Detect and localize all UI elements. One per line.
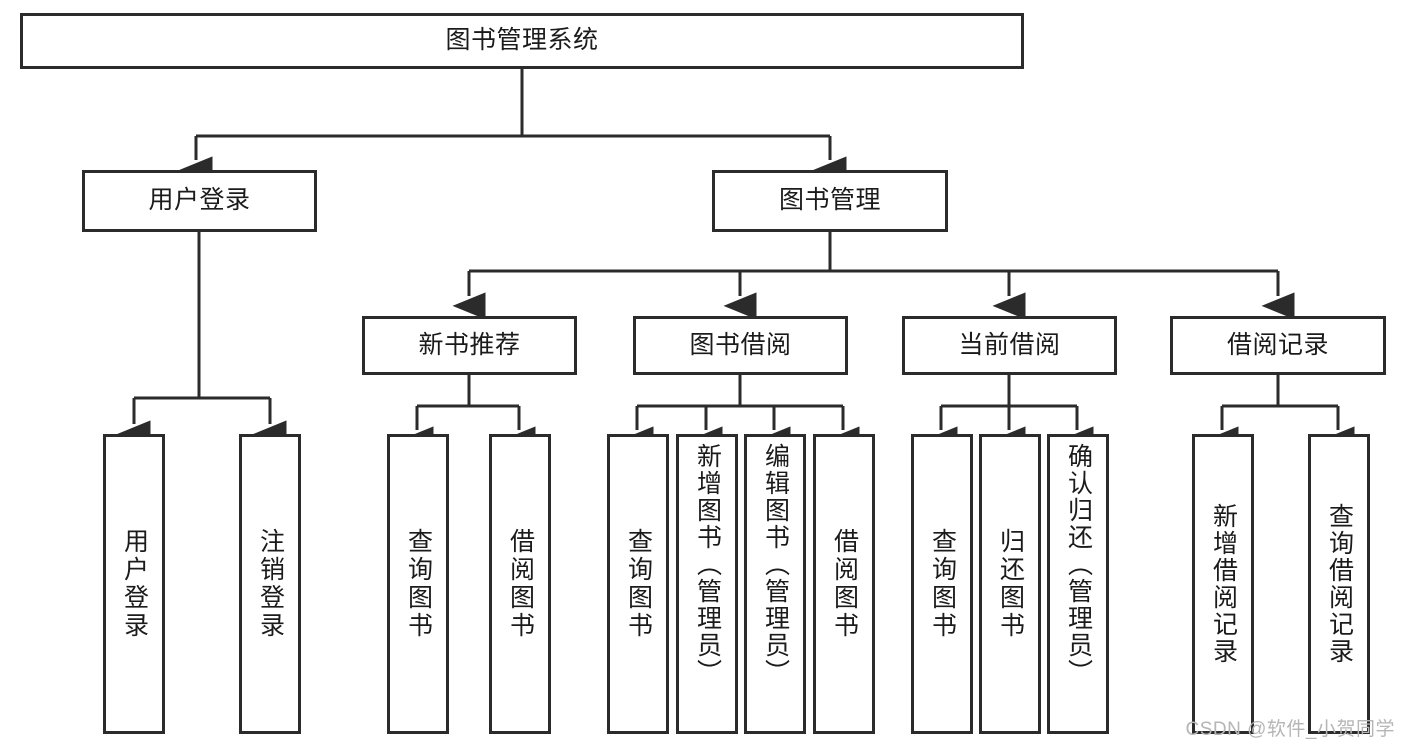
node-leaf-nb-borrow-book[interactable]: 借阅图书 bbox=[489, 434, 551, 734]
node-leaf-bb-add-book-label: 新增图书（管理员） bbox=[693, 443, 722, 686]
node-leaf-nb-query-book-label: 查询图书 bbox=[404, 528, 433, 640]
node-current-borrow-label: 当前借阅 bbox=[958, 330, 1061, 359]
node-book-manage-label: 图书管理 bbox=[778, 186, 881, 215]
node-leaf-bb-edit-book[interactable]: 编辑图书（管理员） bbox=[744, 434, 806, 734]
node-leaf-cb-return-book-label: 归还图书 bbox=[996, 528, 1025, 640]
node-leaf-bb-borrow-book-label: 借阅图书 bbox=[830, 528, 859, 640]
node-user-login[interactable]: 用户登录 bbox=[82, 170, 317, 232]
node-leaf-cb-query-book-label: 查询图书 bbox=[928, 528, 957, 640]
node-leaf-bb-borrow-book[interactable]: 借阅图书 bbox=[813, 434, 875, 734]
node-current-borrow[interactable]: 当前借阅 bbox=[902, 316, 1117, 375]
node-leaf-logout[interactable]: 注销登录 bbox=[239, 434, 301, 734]
node-leaf-br-query-record[interactable]: 查询借阅记录 bbox=[1308, 434, 1370, 734]
node-leaf-cb-confirm-return-label: 确认归还（管理员） bbox=[1064, 443, 1093, 686]
node-borrow-record[interactable]: 借阅记录 bbox=[1170, 316, 1386, 375]
node-root[interactable]: 图书管理系统 bbox=[20, 13, 1024, 69]
csdn-watermark: CSDN @软件_小贺同学 bbox=[1185, 719, 1395, 740]
node-leaf-bb-add-book[interactable]: 新增图书（管理员） bbox=[676, 434, 738, 734]
node-leaf-nb-query-book[interactable]: 查询图书 bbox=[387, 434, 449, 734]
node-root-label: 图书管理系统 bbox=[445, 26, 599, 55]
node-leaf-logout-label: 注销登录 bbox=[256, 528, 285, 640]
node-leaf-user-login-label: 用户登录 bbox=[120, 528, 149, 640]
node-leaf-user-login[interactable]: 用户登录 bbox=[103, 434, 165, 734]
node-leaf-br-query-record-label: 查询借阅记录 bbox=[1325, 503, 1354, 665]
node-book-manage[interactable]: 图书管理 bbox=[712, 170, 948, 232]
node-new-book-recommend-label: 新书推荐 bbox=[418, 330, 521, 359]
node-leaf-br-add-record[interactable]: 新增借阅记录 bbox=[1192, 434, 1254, 734]
node-user-login-label: 用户登录 bbox=[148, 186, 251, 215]
node-borrow-record-label: 借阅记录 bbox=[1226, 330, 1329, 359]
node-leaf-bb-query-book-label: 查询图书 bbox=[624, 528, 653, 640]
node-leaf-bb-query-book[interactable]: 查询图书 bbox=[607, 434, 669, 734]
node-leaf-cb-confirm-return[interactable]: 确认归还（管理员） bbox=[1047, 434, 1109, 734]
node-book-borrow-label: 图书借阅 bbox=[689, 330, 792, 359]
node-leaf-cb-query-book[interactable]: 查询图书 bbox=[911, 434, 973, 734]
node-new-book-recommend[interactable]: 新书推荐 bbox=[362, 316, 577, 375]
node-leaf-cb-return-book[interactable]: 归还图书 bbox=[979, 434, 1041, 734]
node-book-borrow[interactable]: 图书借阅 bbox=[633, 316, 848, 375]
node-leaf-br-add-record-label: 新增借阅记录 bbox=[1209, 503, 1238, 665]
node-leaf-nb-borrow-book-label: 借阅图书 bbox=[506, 528, 535, 640]
node-leaf-bb-edit-book-label: 编辑图书（管理员） bbox=[761, 443, 790, 686]
